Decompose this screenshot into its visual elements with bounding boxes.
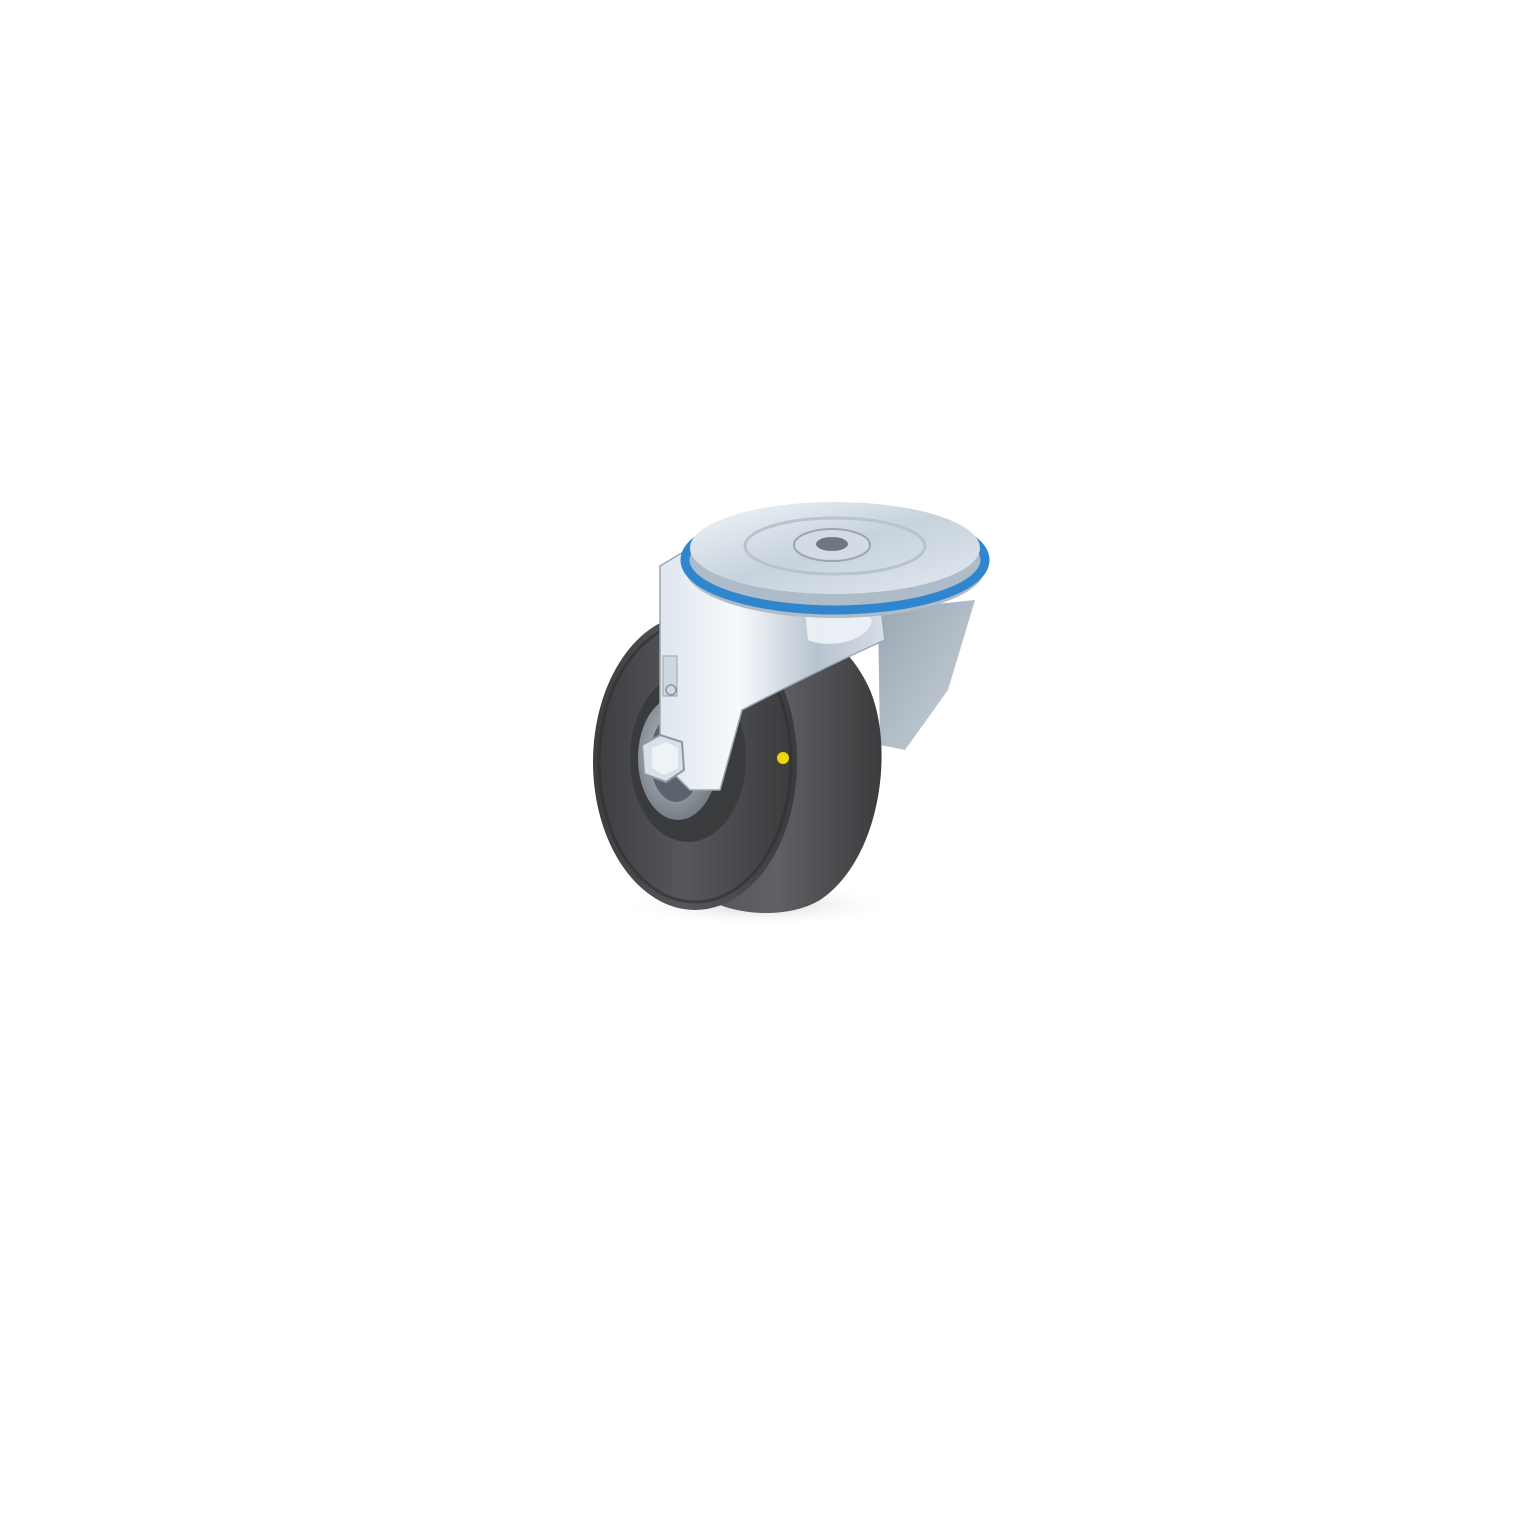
- swivel-plate-icon: [680, 502, 990, 618]
- plate-inner-ring: [743, 516, 927, 576]
- axle-nut-face: [652, 742, 678, 775]
- fork-stamp-logo: [665, 684, 677, 696]
- bolt-hole-icon: [793, 528, 871, 562]
- axle-nut-icon: [640, 733, 686, 784]
- esd-dot-icon: [777, 752, 789, 764]
- fork-back-leg: [878, 600, 975, 750]
- fork-stamp: [662, 655, 678, 697]
- bolt-hole: [816, 537, 848, 551]
